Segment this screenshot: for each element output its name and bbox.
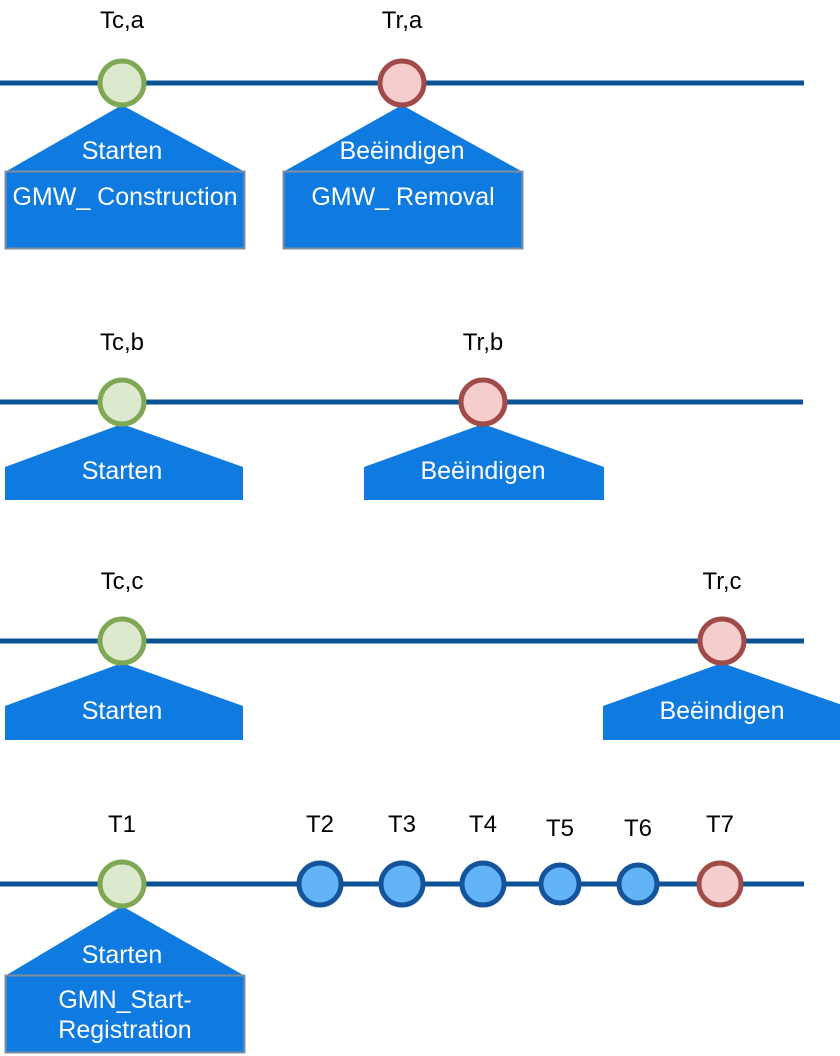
marker-circle-tr-c[interactable] — [697, 616, 747, 666]
marker-circle-t2[interactable] — [296, 860, 344, 908]
marker-circle-t3[interactable] — [378, 860, 426, 908]
timeline-row-row-t — [0, 859, 804, 1054]
pentagon-caption-t1: Starten — [81, 941, 163, 969]
marker-circle-tc-b[interactable] — [97, 377, 147, 427]
marker-circle-t4[interactable] — [459, 860, 507, 908]
pentagon-tr-c — [603, 663, 840, 740]
pentagon-caption-tc-a: Starten — [81, 137, 163, 165]
marker-label-t6: T6 — [623, 815, 653, 842]
marker-label-t5: T5 — [545, 815, 575, 842]
marker-circle-t1[interactable] — [97, 859, 147, 909]
pentagon-caption-tr-c: Beëindigen — [659, 697, 785, 725]
pentagon-caption-tr-a: Beëindigen — [339, 137, 465, 165]
timeline-row-row-c — [0, 616, 840, 740]
marker-label-t2: T2 — [305, 811, 335, 838]
marker-circle-t7[interactable] — [696, 860, 744, 908]
marker-label-t4: T4 — [468, 811, 498, 838]
pentagon-tc-a — [5, 105, 245, 172]
pentagon-caption-tr-b: Beëindigen — [420, 457, 546, 485]
marker-label-t7: T7 — [705, 811, 735, 838]
pentagon-tr-a — [283, 105, 523, 172]
marker-circle-t6[interactable] — [616, 862, 660, 906]
pentagon-tr-b — [364, 424, 604, 500]
box-caption-tc-a: GMW_ Construction — [12, 183, 238, 211]
pentagon-caption-tc-c: Starten — [81, 697, 163, 725]
timeline-row-row-b — [0, 377, 803, 500]
marker-label-tr-a: Tr,a — [381, 7, 423, 34]
pentagon-tc-c — [5, 663, 243, 740]
pentagon-t1 — [5, 906, 245, 976]
marker-circle-tr-b[interactable] — [458, 377, 508, 427]
marker-label-tr-b: Tr,b — [462, 329, 504, 356]
label-box-t1 — [4, 974, 246, 1054]
box-caption-t1: GMN_Start- Registration — [58, 986, 192, 1044]
marker-circle-tc-a[interactable] — [97, 58, 147, 108]
marker-label-tc-b: Tc,b — [99, 329, 145, 356]
pentagon-caption-tc-b: Starten — [81, 457, 163, 485]
marker-circle-t5[interactable] — [538, 862, 582, 906]
marker-label-tc-c: Tc,c — [100, 568, 144, 595]
timeline-row-row-a — [0, 58, 804, 250]
pentagon-tc-b — [5, 424, 243, 500]
marker-circle-tc-c[interactable] — [97, 616, 147, 666]
box-caption-tr-a: GMW_ Removal — [311, 183, 495, 211]
label-box-tr-a — [282, 170, 524, 250]
marker-label-t1: T1 — [107, 811, 137, 838]
marker-label-t3: T3 — [387, 811, 417, 838]
marker-label-tc-a: Tc,a — [99, 7, 145, 34]
marker-circle-tr-a[interactable] — [377, 58, 427, 108]
marker-label-tr-c: Tr,c — [702, 568, 742, 595]
label-box-tc-a — [4, 170, 246, 250]
